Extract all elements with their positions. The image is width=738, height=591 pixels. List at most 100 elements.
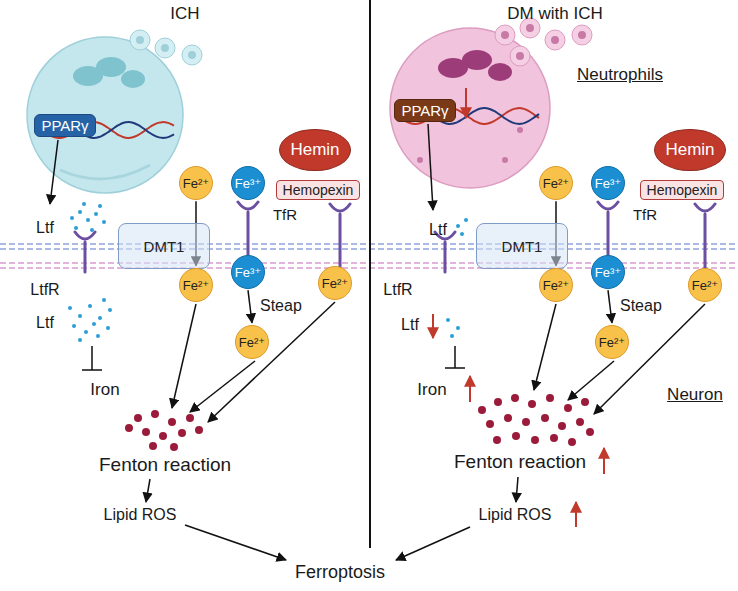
text-label: Ltf — [401, 316, 419, 334]
iron-dot — [550, 434, 558, 442]
neutrophil-right — [390, 18, 592, 188]
iron-dot — [186, 414, 194, 422]
node-text: Fe³⁺ — [235, 176, 261, 191]
panel-divider — [369, 0, 371, 548]
ferrous-iron-circle: Fe²⁺ — [688, 268, 722, 302]
iron-dot — [576, 418, 584, 426]
text-label: LtfR — [383, 281, 412, 299]
transporter-box: DMT1 — [476, 223, 568, 269]
iron-dot — [531, 436, 539, 444]
text-label: Ltf — [36, 314, 54, 332]
text-label: Iron — [417, 380, 446, 400]
node-text: Fe²⁺ — [599, 335, 625, 350]
hemopexin-box: Hemopexin — [640, 180, 725, 200]
ferrous-iron-circle: Fe²⁺ — [179, 166, 213, 200]
iron-dot — [170, 443, 178, 451]
transcription-factor-box: PPARγ — [34, 114, 95, 137]
lactoferrin-particles — [68, 202, 468, 342]
iron-dot — [486, 420, 494, 428]
iron-dot — [504, 414, 512, 422]
iron-dot — [195, 426, 203, 434]
transporter-box: DMT1 — [118, 223, 210, 269]
iron-dot — [528, 400, 536, 408]
iron-dot — [493, 436, 501, 444]
node-text: DMT1 — [502, 238, 543, 255]
node-text: Fe²⁺ — [543, 176, 569, 191]
node-text: Hemin — [290, 140, 339, 160]
hemin-ellipse: Hemin — [279, 129, 350, 171]
node-text: DMT1 — [144, 238, 185, 255]
ferrous-iron-circle: Fe²⁺ — [235, 325, 269, 359]
pathway-connector — [248, 290, 252, 323]
iron-dot — [151, 410, 159, 418]
ferrous-iron-circle: Fe²⁺ — [539, 166, 573, 200]
text-label: ICH — [170, 4, 199, 24]
text-label: Lipid ROS — [104, 506, 177, 524]
node-text: Fe²⁺ — [543, 278, 569, 293]
iron-dot — [541, 414, 549, 422]
node-text: Fe³⁺ — [235, 265, 261, 280]
ferrous-iron-circle: Fe²⁺ — [539, 268, 573, 302]
text-label: Ferroptosis — [295, 562, 385, 583]
pathway-arrows — [50, 124, 705, 560]
iron-dots — [125, 394, 594, 451]
neutrophil-left — [27, 30, 202, 193]
ferric-iron-circle: Fe³⁺ — [591, 255, 625, 289]
text-label: Neutrophils — [577, 65, 663, 85]
node-text: Fe²⁺ — [183, 278, 209, 293]
node-text: Fe³⁺ — [595, 265, 621, 280]
text-label: TfR — [633, 206, 657, 223]
hemopexin-box: Hemopexin — [276, 180, 361, 200]
text-label: Neuron — [667, 385, 723, 405]
edge-label: Steap — [620, 297, 662, 315]
iron-dot — [558, 422, 566, 430]
ferric-iron-circle: Fe³⁺ — [591, 166, 625, 200]
iron-dot — [125, 424, 133, 432]
iron-dot — [568, 438, 576, 446]
node-text: Hemin — [665, 140, 714, 160]
iron-dot — [168, 418, 176, 426]
text-label: DM with ICH — [507, 4, 602, 24]
hemin-ellipse: Hemin — [654, 129, 725, 171]
ferrous-iron-circle: Fe²⁺ — [318, 266, 352, 300]
text-label: Iron — [90, 380, 119, 400]
pathway-connector — [608, 290, 612, 323]
iron-dot — [546, 394, 554, 402]
iron-dot — [512, 432, 520, 440]
iron-dot — [478, 406, 486, 414]
text-label: Lipid ROS — [479, 506, 552, 524]
text-label: Fenton reaction — [99, 454, 231, 476]
ferrous-iron-circle: Fe²⁺ — [595, 325, 629, 359]
iron-dot — [159, 432, 167, 440]
iron-dot — [564, 404, 572, 412]
ferric-iron-circle: Fe³⁺ — [231, 255, 265, 289]
iron-dot — [149, 442, 157, 450]
transcription-factor-box: PPARγ — [394, 99, 455, 122]
text-label: Fenton reaction — [454, 451, 586, 473]
node-text: Fe²⁺ — [692, 278, 718, 293]
node-text: Fe²⁺ — [239, 335, 265, 350]
node-text: Fe²⁺ — [322, 276, 348, 291]
ferric-iron-circle: Fe³⁺ — [231, 166, 265, 200]
change-arrows — [433, 88, 604, 527]
iron-dot — [134, 414, 142, 422]
text-label: Ltf — [429, 221, 447, 239]
iron-dot — [178, 429, 186, 437]
node-text: PPARγ — [41, 117, 88, 134]
text-label: LtfR — [30, 281, 59, 299]
text-label: TfR — [273, 206, 297, 223]
iron-dot — [511, 394, 519, 402]
node-text: PPARγ — [401, 102, 448, 119]
node-text: Hemopexin — [647, 182, 718, 198]
node-text: Hemopexin — [283, 182, 354, 198]
node-text: Fe²⁺ — [183, 176, 209, 191]
ferrous-iron-circle: Fe²⁺ — [179, 268, 213, 302]
iron-dot — [142, 428, 150, 436]
iron-dot — [522, 418, 530, 426]
edge-label: Steap — [260, 297, 302, 315]
iron-dot — [586, 428, 594, 436]
